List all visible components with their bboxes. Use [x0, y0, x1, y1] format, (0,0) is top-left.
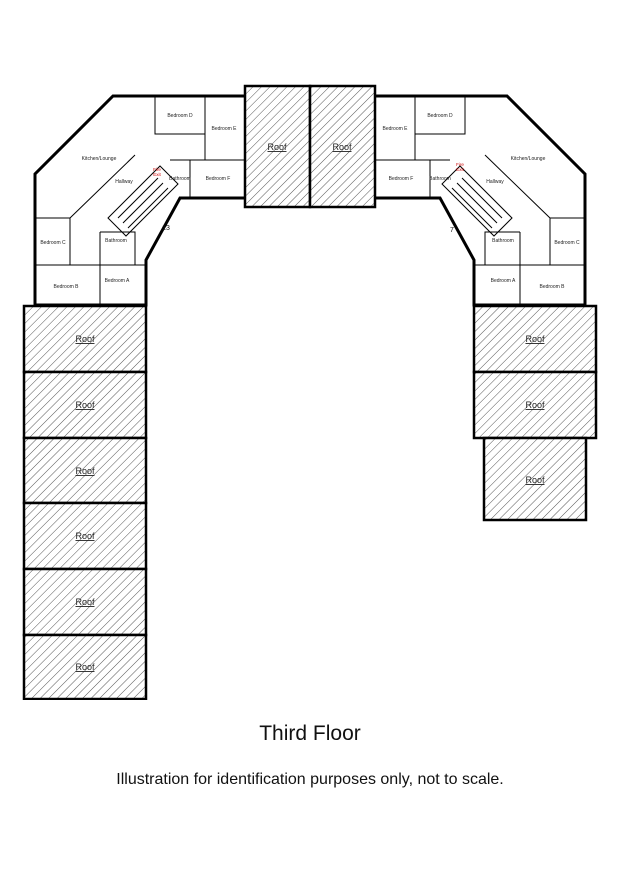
roof-label-top-2: Roof — [332, 142, 352, 152]
roof-left-label-5: Roof — [75, 597, 95, 607]
roof-right-label-1: Roof — [525, 334, 545, 344]
flat-7-fire-exit-label-2: Exit — [456, 167, 464, 172]
flat-13-stair-core — [107, 165, 179, 237]
roof-left-block-2 — [22, 370, 148, 440]
flat-7-bathroom-bottom-label: Bathroom — [492, 238, 514, 244]
flat-7-hallway-label: Hallway — [486, 179, 504, 185]
roof-left-block-6 — [22, 633, 148, 700]
roof-label-top-1: Roof — [267, 142, 287, 152]
roof-left-block-5 — [22, 567, 148, 637]
roof-top-left-block — [243, 84, 312, 209]
flat-7-bathroom-top-label: Bathroom — [429, 176, 451, 182]
roof-right-label-3: Roof — [525, 475, 545, 485]
roof-right-column: Roof Roof Roof — [472, 304, 598, 522]
flat-13-number: 13 — [162, 225, 170, 232]
flat-13-bedroom-e-label: Bedroom E — [211, 126, 237, 132]
flat-7-bedroom-c-label: Bedroom C — [554, 240, 580, 246]
roof-top-center: Roof Roof — [243, 84, 377, 209]
flat-7-number: 7 — [450, 227, 454, 234]
flat-13-bathroom-top-label: Bathroom — [169, 176, 191, 182]
flat-7-stair-core — [441, 165, 513, 237]
roof-left-label-1: Roof — [75, 334, 95, 344]
flat-7-bedroom-f-label: Bedroom F — [389, 176, 414, 182]
flat-13-kitchen-label: Kitchen/Lounge — [82, 156, 117, 162]
flat-13-fire-exit-label-1: Fire — [153, 167, 161, 172]
roof-left-label-2: Roof — [75, 400, 95, 410]
roof-left-label-3: Roof — [75, 466, 95, 476]
flat-7-kitchen-label: Kitchen/Lounge — [511, 156, 546, 162]
roof-right-block-3 — [482, 436, 588, 522]
flat-7-bedroom-d-label: Bedroom D — [427, 113, 453, 119]
floor-plan: Roof Roof Bedroom D Bedroom E Kitchen/Lo… — [22, 84, 598, 700]
flat-7-bedroom-e-label: Bedroom E — [382, 126, 408, 132]
roof-left-column: Roof Roof Roof Roof Roof Roof — [22, 304, 148, 700]
disclaimer-text: Illustration for identification purposes… — [116, 771, 504, 788]
roof-left-label-4: Roof — [75, 531, 95, 541]
flat-7-fire-exit-label-1: Fire — [456, 162, 464, 167]
flat-13-bedroom-a-label: Bedroom A — [105, 278, 130, 284]
roof-left-label-6: Roof — [75, 662, 95, 672]
flat-7: Bedroom D Bedroom E Kitchen/Lounge Hallw… — [375, 94, 587, 307]
roof-right-block-1 — [472, 304, 598, 374]
flat-13-bedroom-f-label: Bedroom F — [206, 176, 231, 182]
roof-right-label-2: Roof — [525, 400, 545, 410]
flat-13-bedroom-b-label: Bedroom B — [53, 284, 79, 290]
flat-13-bedroom-d-label: Bedroom D — [167, 113, 193, 119]
roof-top-right-block — [308, 84, 377, 209]
roof-left-block-3 — [22, 436, 148, 505]
flat-13-bedroom-c-label: Bedroom C — [40, 240, 66, 246]
flat-13-hallway-label: Hallway — [115, 179, 133, 185]
flat-7-bedroom-b-label: Bedroom B — [539, 284, 565, 290]
flat-13-bathroom-bottom-label: Bathroom — [105, 238, 127, 244]
floor-title: Third Floor — [259, 722, 361, 745]
flat-13-fire-exit-label-2: Exit — [153, 172, 161, 177]
flat-13: Bedroom D Bedroom E Kitchen/Lounge Hallw… — [33, 94, 245, 307]
flat-7-bedroom-a-label: Bedroom A — [491, 278, 516, 284]
